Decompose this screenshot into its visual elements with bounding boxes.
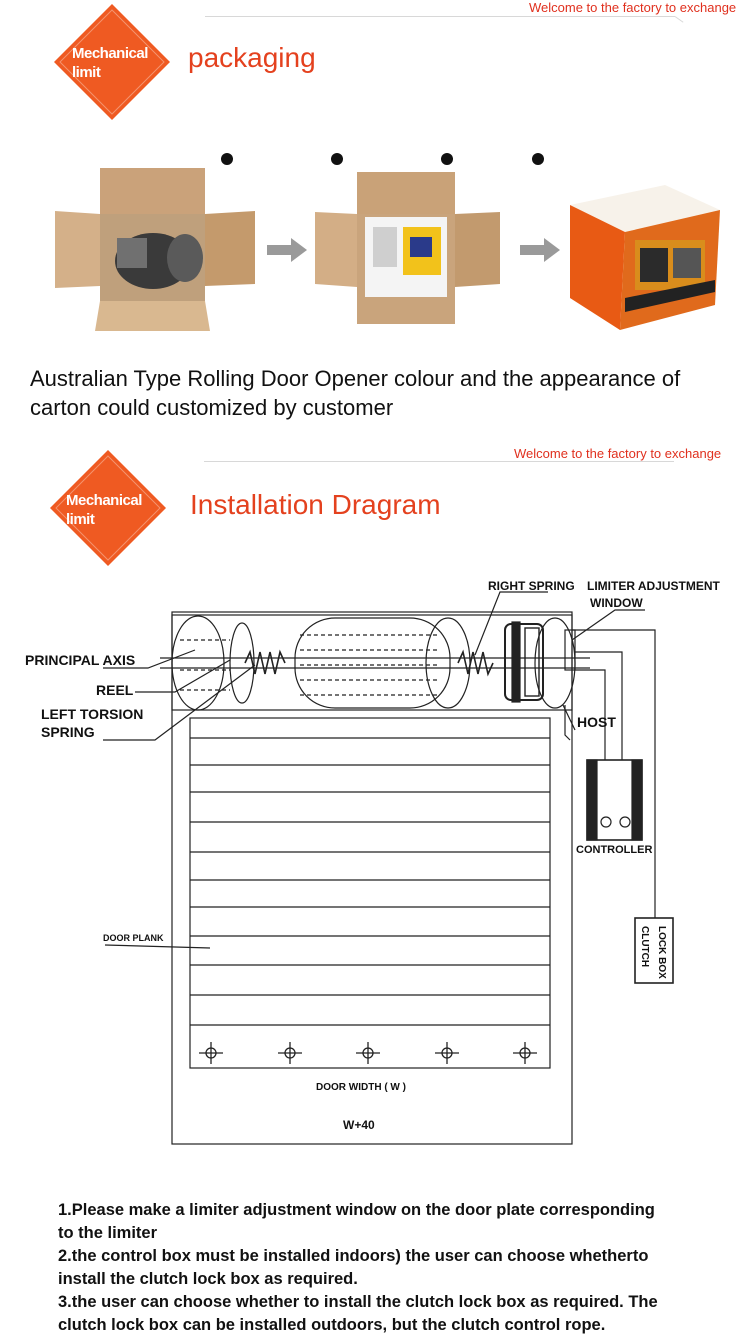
label-clutch: CLUTCH <box>639 926 650 967</box>
label-w-plus-40: W+40 <box>343 1118 375 1132</box>
label-host: HOST <box>577 714 616 730</box>
note-line: 2.the control box must be installed indo… <box>58 1247 649 1265</box>
mechanical-limit-badge <box>48 448 168 568</box>
badge-line-2: limit <box>66 511 95 528</box>
header-divider-2 <box>204 461 674 462</box>
label-lock-box: LOCK BOX <box>656 926 667 979</box>
mechanical-limit-badge <box>52 2 172 122</box>
label-right-spring: RIGHT SPRING <box>488 579 575 593</box>
label-left-torsion-2: SPRING <box>41 724 95 740</box>
section-title-installation: Installation Dragram <box>190 489 441 520</box>
bullet-dot <box>331 153 343 165</box>
welcome-text: Welcome to the factory to exchange <box>514 446 722 461</box>
note-line: to the limiter <box>58 1224 158 1242</box>
arrow-right-icon <box>520 238 560 267</box>
bullet-dot <box>532 153 544 165</box>
diagram-svg: RIGHT SPRING LIMITER ADJUSTMENT WINDOW P… <box>25 579 721 1145</box>
label-left-torsion-1: LEFT TORSION <box>41 706 143 722</box>
outer-frame <box>171 611 573 1145</box>
note-line: 1.Please make a limiter adjustment windo… <box>58 1201 655 1219</box>
arrow-right-icon <box>267 238 307 267</box>
label-controller: CONTROLLER <box>576 844 652 856</box>
bullet-dot <box>221 153 233 165</box>
label-principal-axis: PRINCIPAL AXIS <box>25 652 135 668</box>
label-door-width: DOOR WIDTH ( W ) <box>316 1082 406 1093</box>
label-limiter-2: WINDOW <box>590 596 643 610</box>
label-reel: REEL <box>96 682 134 698</box>
welcome-text: Welcome to the factory to exchange <box>529 0 737 15</box>
header-divider-1 <box>205 16 675 17</box>
note-line: 3.the user can choose whether to install… <box>58 1293 658 1311</box>
note-line: clutch lock box can be installed outdoor… <box>58 1316 606 1334</box>
packaging-open-box-manual <box>315 172 500 332</box>
label-door-plank: DOOR PLANK <box>103 933 164 943</box>
installation-notes: 1.Please make a limiter adjustment windo… <box>58 1199 738 1337</box>
packaging-printed-carton <box>565 180 725 345</box>
packaging-caption: Australian Type Rolling Door Opener colo… <box>30 364 730 422</box>
badge-label: Mechanical limit <box>72 44 148 82</box>
section-title-packaging: packaging <box>188 42 316 73</box>
label-limiter-1: LIMITER ADJUSTMENT <box>587 579 721 593</box>
caption-line-1: Australian Type Rolling Door Opener colo… <box>30 366 681 391</box>
badge-line-1: Mechanical <box>72 45 148 62</box>
caption-line-2: carton could customized by customer <box>30 395 394 420</box>
header-divider-1-tail <box>674 16 684 23</box>
packaging-open-box-motor <box>55 166 255 337</box>
bullet-dot <box>441 153 453 165</box>
badge-line-2: limit <box>72 64 101 81</box>
installation-diagram: RIGHT SPRING LIMITER ADJUSTMENT WINDOW P… <box>0 560 750 1165</box>
note-line: install the clutch lock box as required. <box>58 1270 358 1288</box>
badge-label: Mechanical limit <box>66 491 142 529</box>
badge-line-1: Mechanical <box>66 492 142 509</box>
door-panel <box>189 717 551 1069</box>
